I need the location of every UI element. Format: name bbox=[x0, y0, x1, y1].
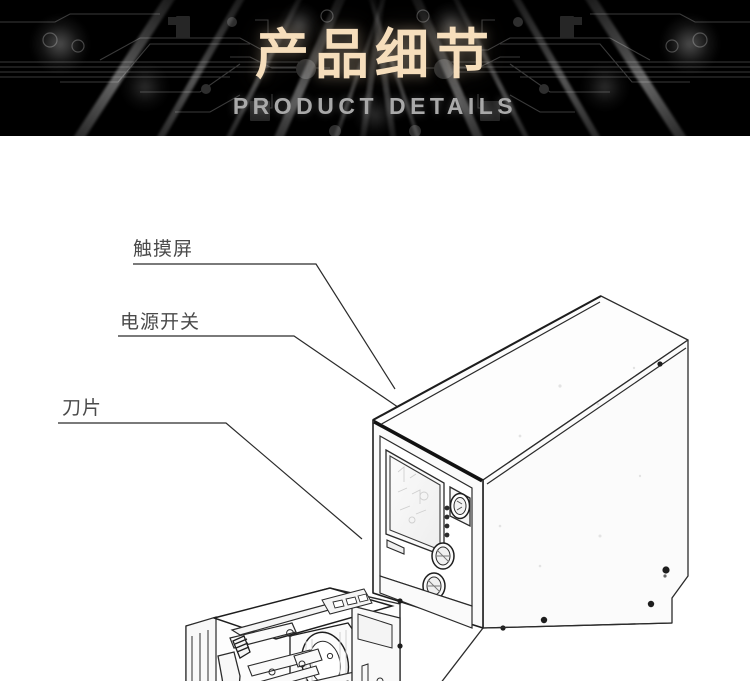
circuit-pattern-decoration bbox=[0, 9, 750, 136]
banner-header: 产品细节 PRODUCT DETAILS bbox=[0, 0, 750, 136]
banner-title-cn: 产品细节 bbox=[255, 25, 495, 85]
blade-part bbox=[232, 635, 251, 659]
light-ray-decoration bbox=[0, 0, 750, 136]
callout-label-touchscreen: 触摸屏 bbox=[133, 239, 194, 260]
machine-line-drawing bbox=[58, 263, 689, 681]
callout-label-blade: 刀片 bbox=[62, 398, 103, 419]
callout-label-power-switch: 电源开关 bbox=[120, 312, 201, 333]
banner-title-en: PRODUCT DETAILS bbox=[232, 93, 518, 119]
product-diagram: 触摸屏 电源开关 刀片 bbox=[0, 136, 750, 681]
callout-leader-lines bbox=[58, 263, 409, 540]
